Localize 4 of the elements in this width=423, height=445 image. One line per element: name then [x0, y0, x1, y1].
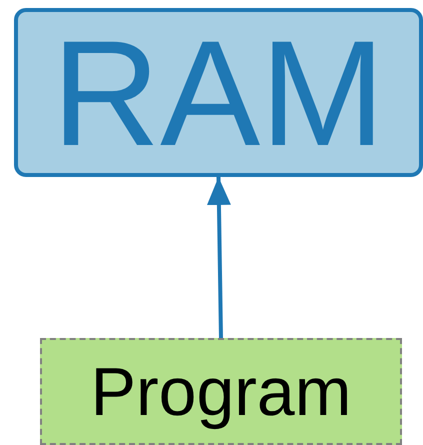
program-box — [40, 338, 402, 445]
node-label: RAM — [52, 18, 386, 168]
arrow — [206, 176, 231, 338]
memory-box — [14, 8, 423, 177]
